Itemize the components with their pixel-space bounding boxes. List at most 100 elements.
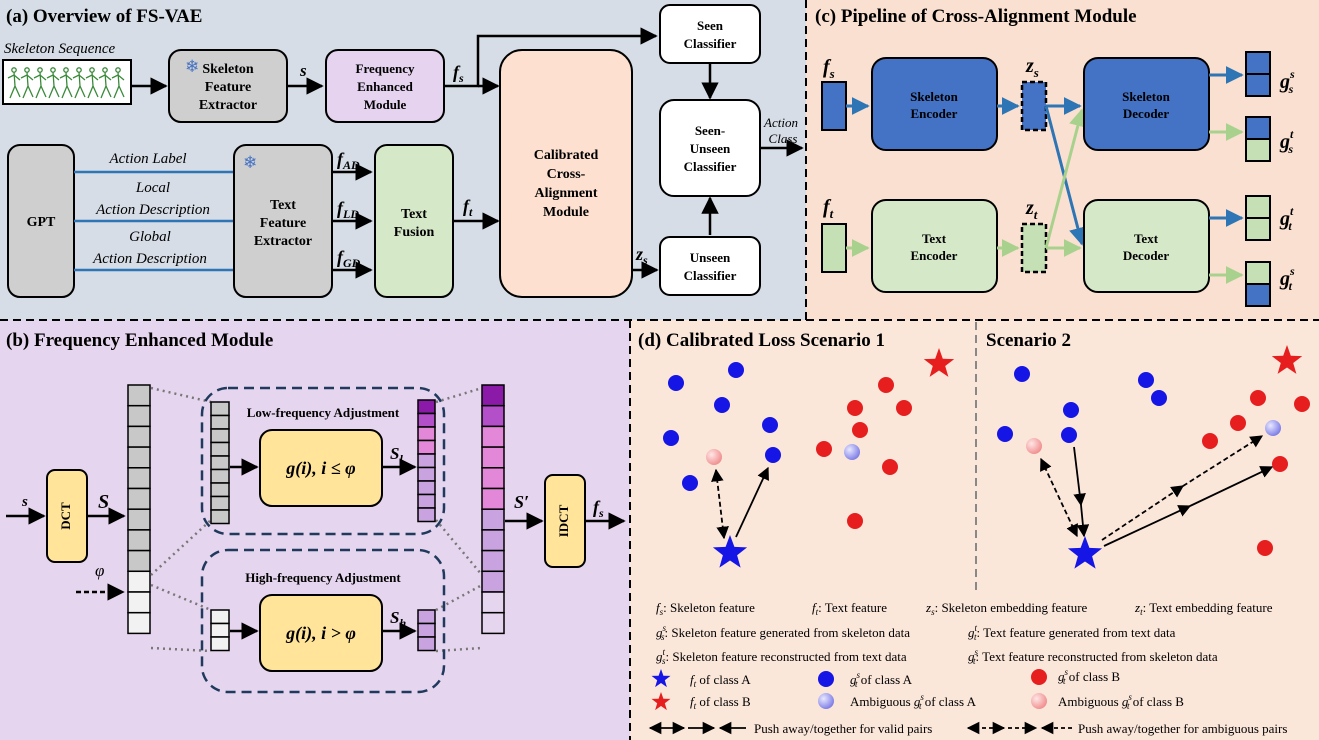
gst-vector <box>1245 116 1271 162</box>
legend-ambiguous-pairs: Push away/together for ambiguous pairs <box>1078 721 1287 736</box>
high-frequency-output-vector <box>417 609 436 652</box>
push-arrow <box>735 466 769 538</box>
vector-cell <box>127 611 151 635</box>
seen-unseen-classifier-box: Seen- Unseen Classifier <box>659 99 761 197</box>
svg-text:Fusion: Fusion <box>394 225 435 240</box>
frequency-enhanced-module-box: Frequency Enhanced Module <box>325 49 445 123</box>
svg-text:Skeleton: Skeleton <box>1122 89 1170 104</box>
skeleton-figure <box>20 67 34 99</box>
svg-text:Skeleton: Skeleton <box>910 89 958 104</box>
ambiguous-class-b-point <box>1026 438 1042 454</box>
legend-star-class-a-icon <box>651 669 671 688</box>
vector-cell <box>481 508 505 531</box>
local-desc-text: Action Description <box>95 202 210 218</box>
gpt-box: GPT <box>7 144 75 298</box>
zt-vector <box>1020 222 1048 274</box>
label-s-b: s <box>21 494 28 510</box>
ambiguous-class-a-point <box>844 444 860 460</box>
label-fld: fLD <box>337 198 359 221</box>
vector-cell <box>417 412 436 428</box>
vector-cell <box>210 509 230 525</box>
class-a-point <box>1151 390 1167 406</box>
svg-text:Alignment: Alignment <box>535 186 598 201</box>
vector-cell <box>417 480 436 496</box>
gss-vector <box>1245 51 1271 97</box>
class-b-point <box>1257 540 1273 556</box>
label-s: s <box>299 61 307 80</box>
global-desc-text: Action Description <box>92 251 207 267</box>
skeleton-sequence-image <box>2 59 132 105</box>
arrow-zt-to-skel-decoder <box>1044 108 1087 249</box>
svg-text:IDCT: IDCT <box>556 504 571 537</box>
idct-box: IDCT <box>544 474 586 568</box>
class-b-point <box>1294 396 1310 412</box>
zs-vector <box>1020 80 1048 132</box>
class-b-point <box>1230 415 1246 431</box>
vector-cell <box>210 482 230 498</box>
class-a-point <box>997 426 1013 442</box>
legend-ft-class-a: ft of class A <box>690 672 751 689</box>
svg-text:Seen: Seen <box>697 18 724 33</box>
label-fad: fAD <box>337 149 360 172</box>
label-fs-c: fs <box>823 56 835 81</box>
legend-dot-class-a-icon <box>818 671 834 687</box>
legend-ft: ft: Text feature <box>812 600 887 617</box>
label-zs-c: zs <box>1025 55 1039 80</box>
vector-cell <box>210 441 230 457</box>
skeleton-figure <box>72 67 86 99</box>
action-class-text-2: Class <box>769 131 798 146</box>
text-encoder-box: Text Encoder <box>871 199 998 293</box>
svg-text:Feature: Feature <box>205 80 251 95</box>
vector-cell <box>481 591 505 614</box>
svg-text:Encoder: Encoder <box>911 106 958 121</box>
frozen-icon-skeleton: ❄ <box>185 57 199 76</box>
vector-cell <box>127 529 151 552</box>
dct-box: DCT <box>46 469 88 563</box>
class-b-point <box>1272 456 1288 472</box>
class-a-point <box>762 417 778 433</box>
low-frequency-label: Low-frequency Adjustment <box>247 405 400 420</box>
vector-cell <box>127 425 151 448</box>
svg-text:Extractor: Extractor <box>199 98 257 113</box>
vector-cell <box>481 384 505 407</box>
push-arrow <box>1103 505 1192 547</box>
vector-cell <box>417 622 436 638</box>
class-b-point <box>852 422 868 438</box>
skeleton-figure <box>33 67 47 99</box>
label-fs-a: fs <box>453 62 464 85</box>
push-arrow <box>1189 466 1274 507</box>
svg-text:g(i), i > φ: g(i), i > φ <box>285 623 356 644</box>
skeleton-feature-extractor-box: ❄ Skeleton Feature Extractor <box>168 49 288 123</box>
vector-cell <box>417 426 436 442</box>
class-a-point <box>668 375 684 391</box>
legend-valid-pairs: Push away/together for valid pairs <box>754 721 932 736</box>
svg-text:GPT: GPT <box>27 215 56 230</box>
label-S-prime: S′ <box>514 492 529 512</box>
g-high-box: g(i), i > φ <box>259 594 383 672</box>
skeleton-figure <box>7 67 21 99</box>
panel-a-title: (a) Overview of FS-VAE <box>6 6 202 27</box>
arrow-fs-to-seen-classifier <box>444 27 658 88</box>
svg-text:Text: Text <box>1134 231 1159 246</box>
low-frequency-output-vector <box>417 399 436 523</box>
vector-cell <box>417 636 436 652</box>
skeleton-figure <box>46 67 60 99</box>
zoom-line-low-bottom <box>150 519 212 576</box>
skeleton-figure <box>111 67 125 99</box>
vector-cell <box>210 428 230 444</box>
panel-d-background <box>630 320 1319 740</box>
vector-cell <box>210 468 230 484</box>
svg-text:Module: Module <box>543 205 589 220</box>
label-phi: φ <box>95 561 104 580</box>
svg-text:Text: Text <box>401 207 427 222</box>
spectrum-vector-S-prime <box>481 384 505 635</box>
svg-text:Unseen: Unseen <box>690 250 731 265</box>
skeleton-figure <box>98 67 112 99</box>
class-b-point <box>1250 390 1266 406</box>
